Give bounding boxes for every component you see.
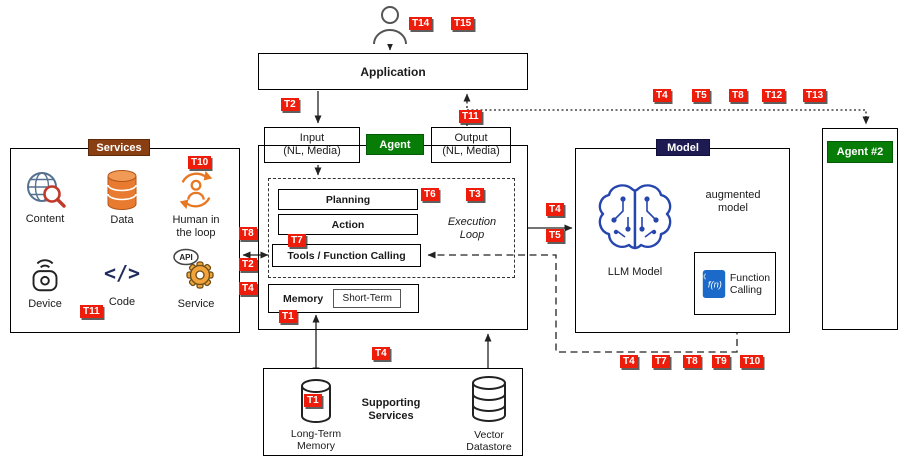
model-header-label: Model bbox=[667, 141, 699, 154]
tag-t5-top: T5 bbox=[692, 89, 710, 102]
code-label: Code bbox=[108, 296, 136, 308]
data-label: Data bbox=[110, 214, 134, 226]
services-header-label: Services bbox=[96, 141, 142, 154]
output-label: Output bbox=[454, 132, 488, 144]
input-sublabel: (NL, Media) bbox=[283, 145, 341, 157]
globe-search-icon bbox=[27, 172, 66, 208]
service-item-device: Device bbox=[12, 252, 78, 311]
service-item-data: Data bbox=[92, 168, 152, 227]
tag-t14: T14 bbox=[409, 17, 433, 30]
function-calling-label: Function Calling bbox=[729, 271, 771, 296]
tag-t4-supporting: T4 bbox=[372, 347, 390, 360]
tag-t4-model: T4 bbox=[546, 203, 564, 216]
vector-datastore-label: Vector Datastore bbox=[466, 429, 512, 453]
database-icon bbox=[107, 170, 137, 210]
content-label: Content bbox=[25, 213, 65, 225]
code-brackets-icon: </> bbox=[103, 261, 141, 285]
tag-t6-planning: T6 bbox=[421, 188, 439, 201]
action-box: Action bbox=[278, 214, 418, 235]
tag-t10-human: T10 bbox=[188, 156, 212, 169]
agent2-label: Agent #2 bbox=[836, 146, 884, 158]
service-label: Service bbox=[177, 298, 215, 310]
iot-device-icon bbox=[32, 259, 58, 292]
fn-label: f(n) bbox=[708, 279, 722, 289]
tag-t13-top: T13 bbox=[803, 89, 827, 102]
execution-loop-box bbox=[268, 178, 515, 278]
human-refresh-loop-icon bbox=[179, 170, 213, 210]
tag-t11-code: T11 bbox=[80, 305, 103, 318]
tag-t4-bottom: T4 bbox=[620, 355, 638, 368]
agent2-badge: Agent #2 bbox=[827, 141, 893, 163]
function-calling-box: f(n) Function Calling bbox=[694, 252, 776, 315]
circuit-brain-icon bbox=[598, 184, 672, 250]
api-label: API bbox=[179, 253, 192, 262]
tag-t11-output: T11 bbox=[459, 110, 482, 123]
input-label: Input bbox=[299, 132, 325, 144]
service-item-content: Content bbox=[12, 167, 78, 226]
supporting-services-title: Supporting Services bbox=[361, 397, 421, 422]
tag-t2-agent-left: T2 bbox=[239, 258, 257, 271]
planning-box: Planning bbox=[278, 189, 418, 210]
human-loop-label: Human in the loop bbox=[172, 214, 220, 239]
tag-t8-top: T8 bbox=[729, 89, 747, 102]
memory-box: Memory Short-Term bbox=[268, 284, 419, 313]
agent-badge-label: Agent bbox=[379, 138, 411, 151]
tag-t9-bottom: T9 bbox=[712, 355, 730, 368]
services-header: Services bbox=[88, 139, 150, 156]
api-gear-icon: API bbox=[173, 248, 214, 289]
tools-function-calling-box: Tools / Function Calling bbox=[272, 244, 421, 267]
tag-t15: T15 bbox=[451, 17, 475, 30]
user-icon bbox=[373, 6, 407, 44]
arrow-function-calling-to-tools bbox=[427, 251, 738, 353]
tag-t8-agent-left: T8 bbox=[239, 227, 257, 240]
llm-model-label: LLM Model bbox=[607, 266, 663, 278]
tag-t1-longterm: T1 bbox=[304, 394, 322, 407]
fn-script-icon: f(n) bbox=[702, 269, 726, 298]
tag-t4-agent-left: T4 bbox=[239, 282, 257, 295]
arrow-to-agent2 bbox=[467, 109, 870, 125]
device-label: Device bbox=[28, 298, 62, 310]
tag-t4-top: T4 bbox=[653, 89, 671, 102]
service-item-code: </> Code bbox=[92, 252, 152, 309]
tag-t2-app-input: T2 bbox=[281, 98, 299, 111]
long-term-memory-label: Long-Term Memory bbox=[290, 428, 342, 452]
tag-t12-top: T12 bbox=[762, 89, 786, 102]
tag-t1-memory: T1 bbox=[279, 310, 297, 323]
tag-t7-bottom: T7 bbox=[652, 355, 670, 368]
application-label: Application bbox=[360, 64, 426, 79]
tag-t7-tools: T7 bbox=[288, 234, 306, 247]
model-header: Model bbox=[656, 139, 710, 156]
tag-t5-model: T5 bbox=[546, 229, 564, 242]
tag-t3-execution: T3 bbox=[466, 188, 484, 201]
short-term-box: Short-Term bbox=[333, 289, 402, 308]
stacked-database-icon bbox=[472, 376, 506, 422]
memory-label: Memory bbox=[283, 292, 324, 305]
planning-label: Planning bbox=[325, 193, 371, 206]
tag-t8-bottom: T8 bbox=[683, 355, 701, 368]
augmented-model-label: augmented model bbox=[705, 189, 761, 214]
execution-loop-label: Execution Loop bbox=[447, 216, 497, 241]
application-box: Application bbox=[258, 53, 528, 90]
action-label: Action bbox=[331, 218, 365, 231]
output-sublabel: (NL, Media) bbox=[442, 145, 500, 157]
tag-t10-bottom: T10 bbox=[740, 355, 764, 368]
tools-label: Tools / Function Calling bbox=[287, 249, 406, 262]
service-item-service: API Service bbox=[158, 248, 234, 311]
service-item-human: Human in the loop bbox=[160, 168, 232, 239]
short-term-label: Short-Term bbox=[342, 293, 392, 304]
agent-badge: Agent bbox=[366, 134, 424, 155]
